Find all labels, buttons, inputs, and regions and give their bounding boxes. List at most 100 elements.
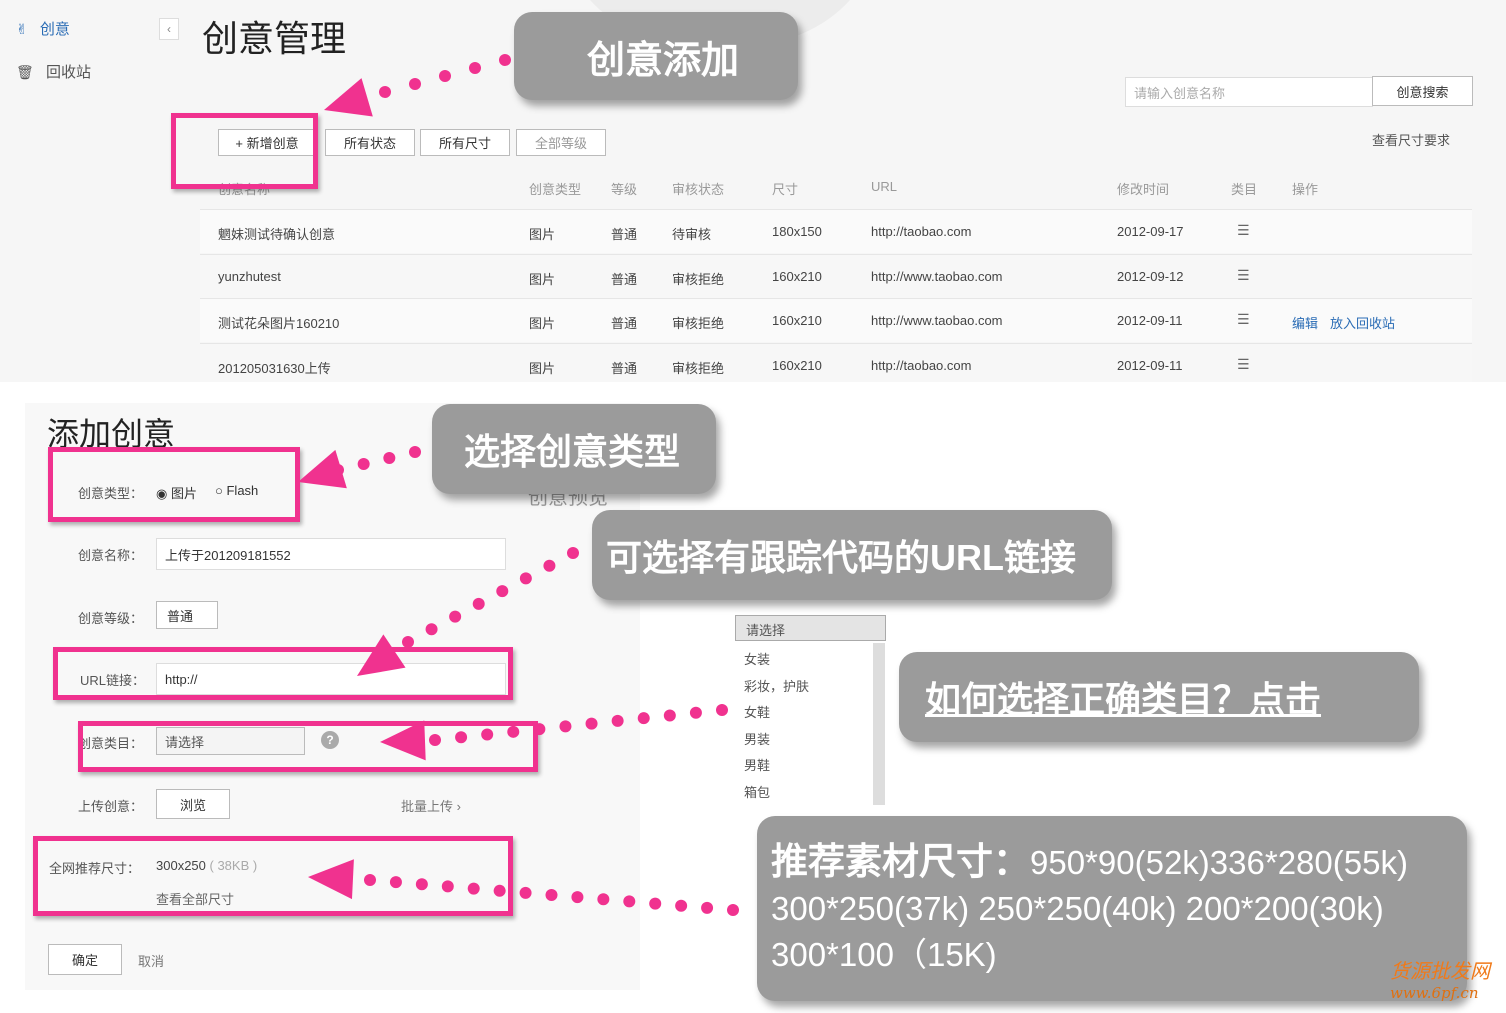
arrow-dot	[409, 78, 421, 90]
arrow-dot	[467, 882, 480, 895]
recycle-link[interactable]: 放入回收站	[1330, 316, 1396, 331]
cell-type: 图片	[529, 316, 556, 331]
dropdown-scrollbar[interactable]	[873, 643, 885, 805]
sizes-line: 300*250(37k) 250*250(40k) 200*200(30k)	[771, 890, 1384, 927]
batch-upload-link[interactable]: 批量上传 ›	[401, 799, 461, 814]
level-filter[interactable]: 全部等级	[516, 129, 606, 156]
name-input[interactable]: 上传于201209181552	[156, 538, 506, 570]
column-header: 修改时间	[1117, 182, 1170, 197]
dropdown-option[interactable]: 女装	[744, 652, 771, 667]
arrow-dot	[637, 712, 650, 725]
confirm-button[interactable]: 确定	[48, 944, 122, 975]
category-dropdown[interactable]: 请选择 女装 彩妆，护肤 女鞋 男装 男鞋 箱包	[733, 615, 886, 805]
arrow-dot	[727, 904, 739, 916]
arrow-dot	[449, 610, 462, 623]
highlight-url	[53, 647, 513, 700]
sizes-title: 推荐素材尺寸：	[771, 841, 1030, 882]
collapse-sidebar-button[interactable]: ‹	[159, 18, 179, 40]
dropdown-option[interactable]: 男鞋	[744, 758, 771, 773]
callout-category-link[interactable]: 如何选择正确类目？点击	[899, 652, 1419, 742]
sidebar-item-recycle-bin[interactable]: 🗑 回收站	[16, 61, 91, 82]
category-list-icon[interactable]: ☰	[1237, 311, 1250, 327]
add-creative-button[interactable]: + 新增创意	[218, 129, 316, 156]
size-value: 300x250	[156, 858, 206, 873]
arrow-dot	[415, 878, 428, 891]
dropdown-option[interactable]: 箱包	[744, 785, 771, 800]
trash-icon: 🗑	[16, 64, 34, 80]
arrowhead-icon	[298, 449, 347, 489]
radio-unchecked-icon: ○	[215, 483, 223, 498]
form-title: 添加创意	[47, 416, 176, 452]
arrowhead-icon	[324, 78, 373, 117]
recommended-size-label: 全网推荐尺寸：	[49, 861, 141, 876]
edit-link[interactable]: 编辑	[1292, 316, 1319, 331]
cell-url: http://taobao.com	[871, 357, 972, 373]
column-header: 审核状态	[672, 182, 725, 197]
arrow-dot	[439, 70, 451, 82]
sidebar-item-creative[interactable]: ✌ 创意	[16, 18, 70, 39]
cancel-link[interactable]: 取消	[138, 954, 165, 969]
radio-flash[interactable]: ○ Flash	[215, 483, 258, 498]
arrow-dot	[649, 897, 662, 910]
dropdown-option[interactable]: 男装	[744, 732, 771, 747]
arrow-dot	[481, 728, 494, 741]
cell-level: 普通	[611, 271, 638, 287]
status-filter[interactable]: 所有状态	[325, 129, 415, 156]
sizes-line: 300*100（15K)	[771, 936, 997, 973]
dropdown-option[interactable]: 彩妆，护肤	[744, 679, 810, 694]
category-list-icon[interactable]: ☰	[1237, 355, 1250, 372]
level-select[interactable]: 普通	[156, 601, 218, 629]
radio-label: 图片	[170, 486, 197, 501]
search-input[interactable]: 请输入创意名称	[1125, 77, 1373, 107]
cell-name: yunzhutest	[218, 268, 281, 284]
help-icon[interactable]: ?	[321, 731, 339, 749]
category-list-icon[interactable]: ☰	[1237, 222, 1250, 238]
cell-date: 2012-09-11	[1117, 357, 1183, 373]
arrowhead-icon	[380, 720, 426, 761]
arrow-dot	[716, 704, 728, 716]
arrow-dot	[499, 54, 511, 66]
watermark-line: www.6pf.cn	[1390, 984, 1479, 1002]
arrow-dot	[663, 709, 676, 722]
cell-size: 180x150	[772, 224, 822, 239]
arrow-dot	[441, 880, 454, 893]
cell-size: 160x210	[772, 268, 822, 284]
size-filter[interactable]: 所有尺寸	[420, 129, 510, 156]
cell-level: 普通	[611, 360, 638, 376]
highlight-recommended-size	[33, 836, 513, 916]
arrow-dot	[543, 559, 556, 572]
category-select[interactable]: 请选择	[156, 727, 305, 755]
dropdown-option[interactable]: 女鞋	[744, 705, 771, 720]
callout-type: 选择创意类型	[432, 404, 716, 494]
arrow-dot	[357, 458, 370, 470]
view-size-requirements-link[interactable]: 查看尺寸要求	[1372, 133, 1451, 148]
column-header: 类目	[1231, 182, 1258, 197]
highlight-category	[78, 721, 538, 772]
browse-button[interactable]: 浏览	[156, 789, 230, 819]
upload-label: 上传创意：	[78, 799, 144, 814]
callout-add: 创意添加	[514, 12, 798, 100]
category-list-icon[interactable]: ☰	[1237, 266, 1250, 283]
highlight-type	[48, 447, 300, 522]
radio-image[interactable]: ◉ 图片	[156, 483, 197, 502]
size-kb: ( 38KB )	[209, 858, 258, 873]
cell-name: 201205031630上传	[218, 360, 331, 376]
type-label: 创意类型：	[78, 486, 144, 501]
radio-checked-icon: ◉	[156, 486, 168, 501]
arrowhead-icon	[357, 634, 406, 676]
arrow-dot	[469, 62, 481, 74]
cell-type: 图片	[529, 360, 556, 376]
cell-status: 审核拒绝	[672, 316, 725, 331]
url-input[interactable]: http://	[156, 663, 506, 695]
chevron-left-icon: ‹	[167, 22, 171, 36]
highlight-add-button	[171, 113, 318, 189]
arrow-dot	[585, 717, 598, 730]
dropdown-selected[interactable]: 请选择	[735, 615, 886, 641]
search-button[interactable]: 创意搜索	[1372, 76, 1473, 106]
view-all-sizes-link[interactable]: 查看全部尺寸	[156, 892, 235, 907]
